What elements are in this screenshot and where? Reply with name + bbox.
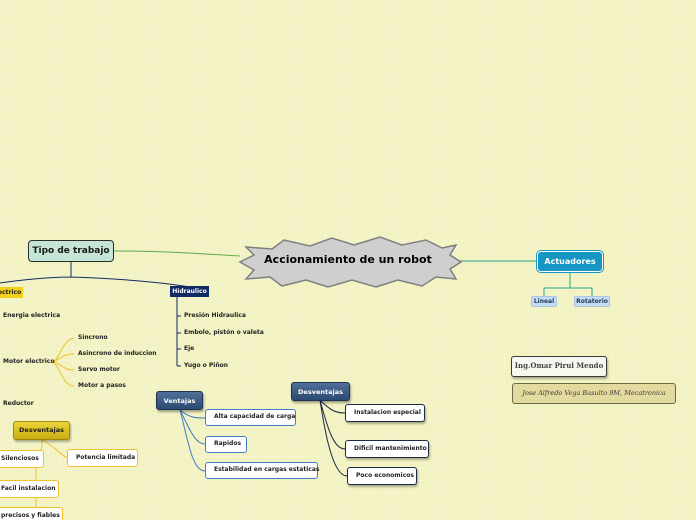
lineal-node[interactable]: Lineal <box>531 296 557 307</box>
silenciosos-box[interactable]: Silenciosos <box>0 450 44 468</box>
rapidos-label: Rapidos <box>214 440 242 447</box>
hidraulico-node[interactable]: Hidraulico <box>170 286 209 297</box>
hidraulico-desventajas-node[interactable]: Desventajas <box>291 382 350 401</box>
estabilidad-box[interactable]: Estabilidad en cargas estaticas <box>205 462 320 479</box>
student-name-node[interactable]: Jose Alfredo Vega Basulto 9M, Mecatronic… <box>512 383 676 404</box>
instalacion-especial-box[interactable]: Instalacion especial <box>345 404 425 422</box>
reductor-label[interactable]: Reductor <box>3 400 34 407</box>
central-title: Accionamiento de un robot <box>264 253 432 266</box>
dificil-mantenimiento-box[interactable]: Dificil mantenimiento <box>345 440 429 458</box>
eje-label[interactable]: Eje <box>184 345 195 352</box>
rapidos-box[interactable]: Rapidos <box>205 436 247 453</box>
silenciosos-label: Silenciosos <box>1 455 39 462</box>
estabilidad-label: Estabilidad en cargas estaticas <box>214 466 320 473</box>
yugo-pinon-label[interactable]: Yugo o Piñon <box>184 362 229 369</box>
presion-hidraulica-label[interactable]: Presión Hidraulica <box>184 312 246 319</box>
teacher-name-node[interactable]: Ing.Omar Pirul Mendo <box>511 356 607 377</box>
precisos-fiables-box[interactable]: precisos y fiables <box>0 507 63 520</box>
motor-type-asincrono[interactable]: Asincrono de induccion <box>78 350 157 357</box>
motor-electrico-label[interactable]: Motor electrico <box>3 358 55 365</box>
link-motor-types <box>51 337 75 387</box>
link-central-tipo <box>113 250 241 257</box>
facil-instalacion-box[interactable]: Facil instalacion <box>0 480 59 498</box>
energia-electrica-label[interactable]: Energia electrica <box>3 312 61 319</box>
link-ventajas-items <box>179 409 206 472</box>
motor-type-servo[interactable]: Servo motor <box>78 366 120 373</box>
electrico-desventajas-node[interactable]: Desventajas <box>13 421 70 440</box>
link-desventajas-items <box>319 399 348 477</box>
rotatorio-node[interactable]: Rotatorio <box>574 296 610 307</box>
embolo-label[interactable]: Embolo, pistón o valeta <box>184 329 264 336</box>
ventajas-node[interactable]: Ventajas <box>156 391 203 410</box>
precisos-fiables-label: precisos y fiables <box>1 512 60 519</box>
alta-capacidad-box[interactable]: Alta capacidad de carga <box>205 409 296 426</box>
motor-type-sincrono[interactable]: Sincrono <box>78 334 108 341</box>
link-hidraulico-items <box>176 297 181 367</box>
facil-instalacion-label: Facil instalacion <box>1 485 56 492</box>
actuadores-node[interactable]: Actuadores <box>537 251 603 272</box>
alta-capacidad-label: Alta capacidad de carga <box>214 413 296 420</box>
dificil-mantenimiento-label: Dificil mantenimiento <box>354 445 427 452</box>
motor-type-pasos[interactable]: Motor a pasos <box>78 382 126 389</box>
potencia-limitada-label: Potencia limitada <box>76 454 136 461</box>
tipo-de-trabajo-node[interactable]: Tipo de trabajo <box>28 240 114 262</box>
poco-economicos-box[interactable]: Poco economicos <box>347 467 417 485</box>
instalacion-especial-label: Instalacion especial <box>354 409 421 416</box>
poco-economicos-label: Poco economicos <box>356 472 414 479</box>
electrico-node[interactable]: ectrico <box>0 287 23 298</box>
link-actuadores-children <box>543 272 593 296</box>
link-tipo-branches <box>0 262 191 288</box>
potencia-limitada-box[interactable]: Potencia limitada <box>67 449 138 467</box>
central-node[interactable]: Accionamiento de un robot <box>232 236 464 288</box>
star-burst-shape <box>238 236 463 288</box>
